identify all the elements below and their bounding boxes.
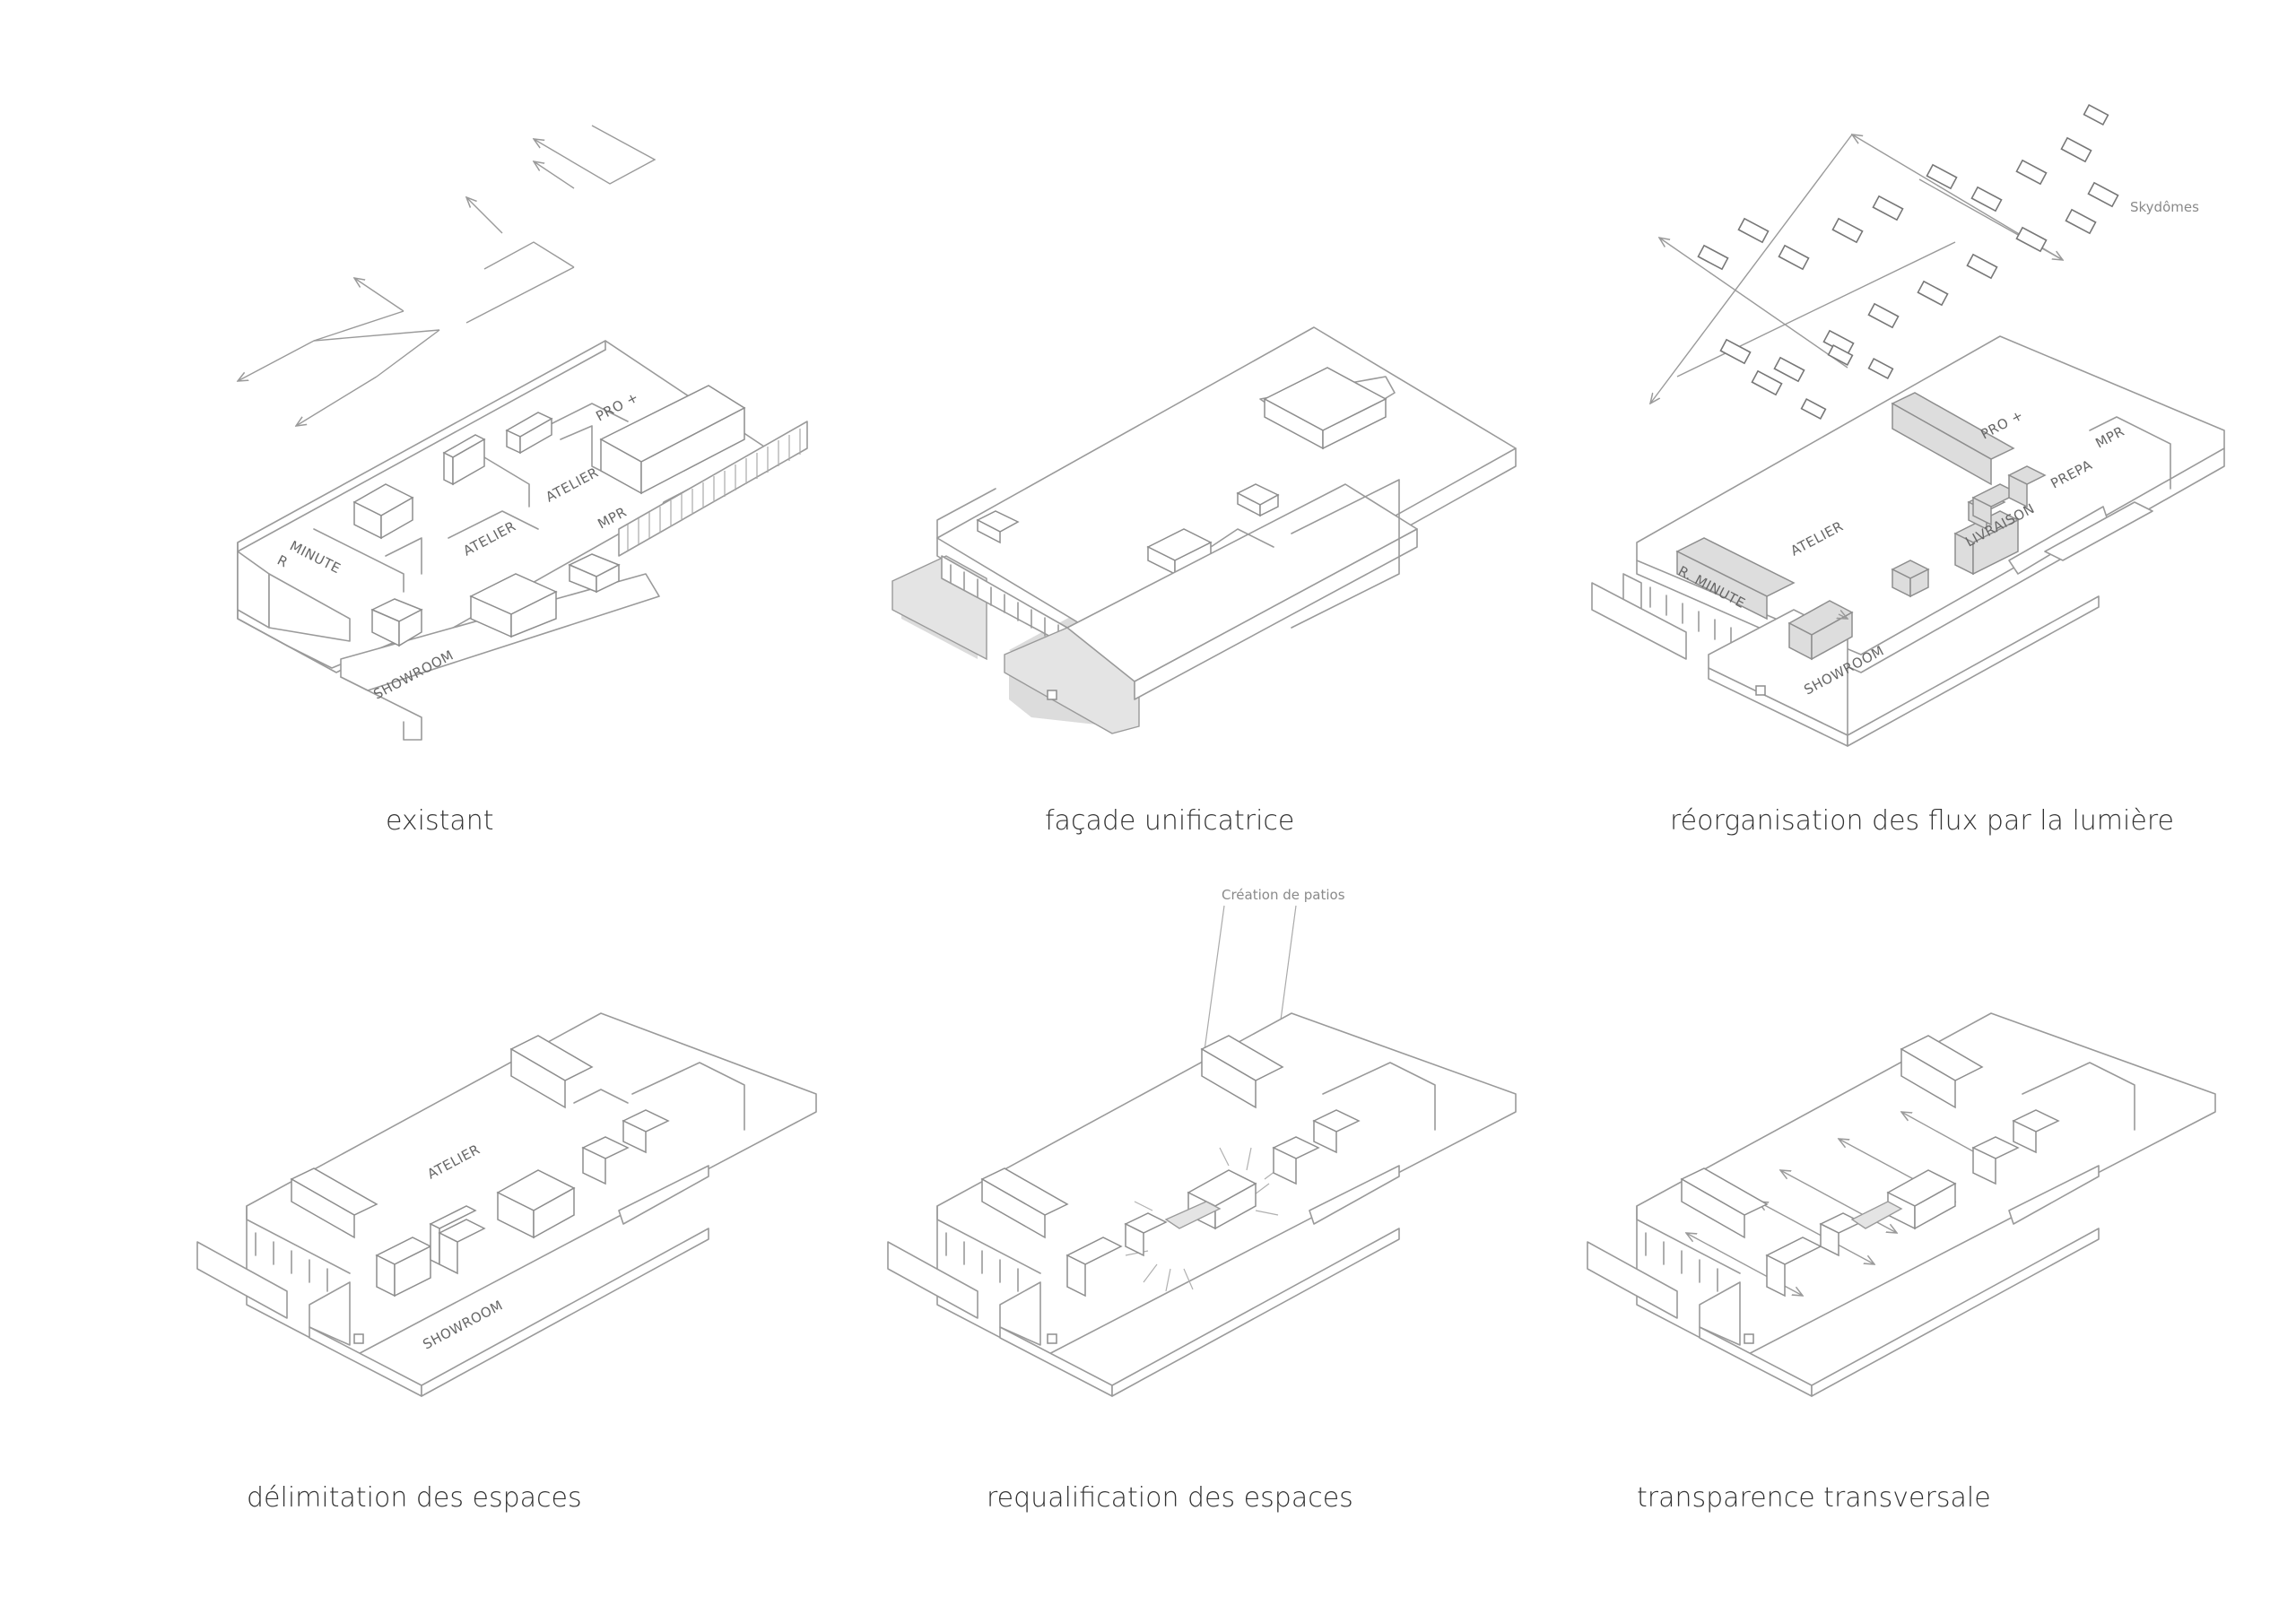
- requal-furniture: [980, 1035, 1361, 1298]
- panel-requal: Création de patios requalificati: [887, 887, 1517, 1514]
- panel-delimit: ATELIER SHOWROOM délimitation des espace…: [196, 1012, 817, 1514]
- delimit-furniture: [290, 1035, 670, 1298]
- patios-label: Création de patios: [1222, 887, 1345, 903]
- skydomes-label: Skydômes: [2130, 199, 2199, 215]
- caption-requal: requalification des espaces: [987, 1482, 1353, 1514]
- flow-arrows: [238, 125, 657, 426]
- facade-left: [891, 555, 987, 661]
- panel-transp: transparence transversale: [1587, 1012, 2216, 1514]
- caption-delimit: délimitation des espaces: [247, 1482, 582, 1514]
- caption-existing: existant: [386, 805, 494, 837]
- existing-building: R MINUTE ATELIER ATELIER PRO + MPR SHOWR…: [237, 340, 808, 741]
- facade-slats: [618, 421, 808, 557]
- caption-facade: façade unificatrice: [1045, 805, 1294, 837]
- reorg-furniture: [1675, 392, 2047, 661]
- panel-facade: façade unificatrice: [891, 326, 1517, 837]
- caption-transp: transparence transversale: [1637, 1482, 1991, 1514]
- panel-reorg: Skydômes R. MINUTE ATELIER PRO +: [1591, 103, 2225, 837]
- caption-reorg: réorganisation des flux par la lumière: [1670, 805, 2174, 837]
- panel-existing: R MINUTE ATELIER ATELIER PRO + MPR SHOWR…: [237, 125, 808, 837]
- existing-boxes: [352, 385, 746, 647]
- transp-furniture: [1680, 1035, 2060, 1298]
